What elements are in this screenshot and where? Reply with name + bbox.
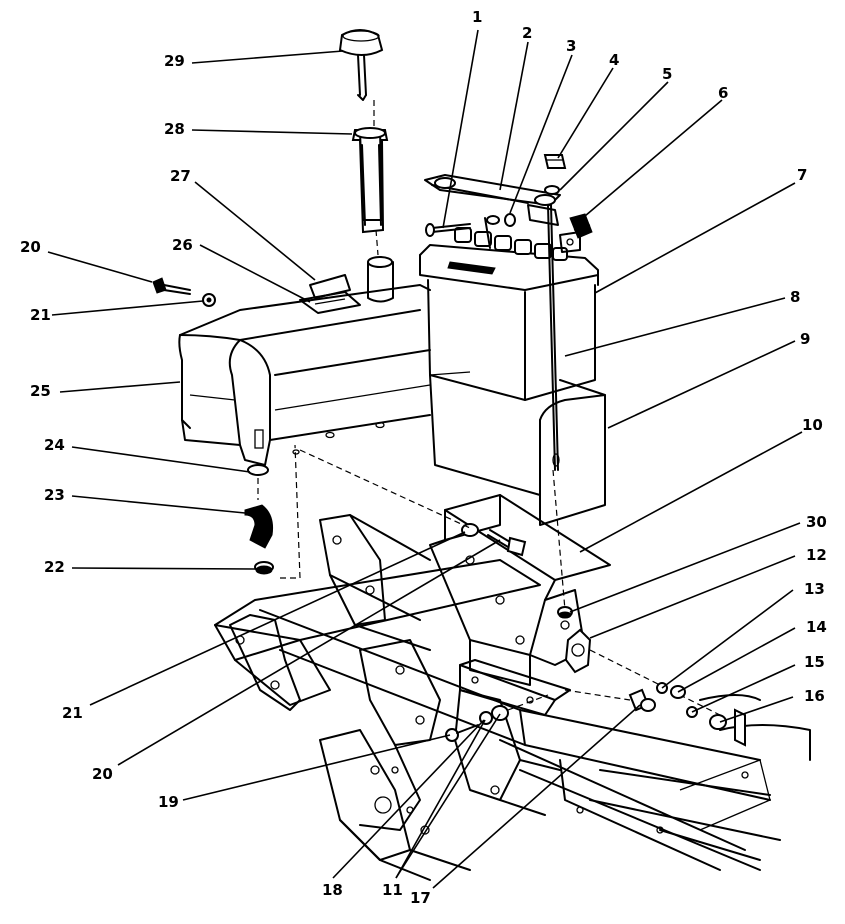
callout-23: 23 [44, 486, 65, 504]
hold-down-rod [547, 204, 566, 611]
hold-down-strap [424, 174, 561, 226]
callout-18: 18 [322, 881, 343, 899]
callout-20b: 20 [92, 765, 113, 783]
callout-9: 9 [800, 330, 810, 348]
callout-21b: 21 [62, 704, 83, 722]
callout-11: 11 [382, 881, 403, 899]
callout-29: 29 [164, 52, 185, 70]
callout-22: 22 [44, 558, 65, 576]
fuel-cap [338, 29, 384, 101]
callout-20a: 20 [20, 238, 41, 256]
callout-4: 4 [609, 51, 619, 69]
battery-box [429, 371, 606, 526]
callout-26: 26 [172, 236, 193, 254]
callout-17: 17 [410, 889, 431, 907]
nut-18 [491, 705, 509, 721]
callout-1: 1 [472, 8, 482, 26]
callout-21a: 21 [30, 306, 51, 324]
bracket-12 [564, 628, 592, 674]
terminal-boot-6 [569, 213, 593, 239]
nut-4 [543, 154, 567, 169]
nut-16 [709, 714, 727, 730]
bolt-17 [628, 688, 656, 712]
callout-7: 7 [797, 166, 807, 184]
washer-21b [461, 523, 479, 537]
callout-12: 12 [806, 546, 827, 564]
leader-lines [47, 29, 803, 889]
bushing-24 [247, 464, 269, 476]
battery-screw [425, 223, 471, 237]
callout-2: 2 [522, 24, 532, 42]
washer-3 [504, 213, 516, 227]
lockwasher-5 [544, 185, 560, 195]
battery-mounting-bracket [429, 494, 611, 716]
callout-30: 30 [806, 513, 827, 531]
bolt-20a [152, 277, 191, 295]
callout-24: 24 [44, 436, 65, 454]
callout-8: 8 [790, 288, 800, 306]
callout-13: 13 [804, 580, 825, 598]
battery [419, 215, 599, 401]
bolt-19 [445, 728, 459, 742]
tractor-frame [214, 514, 811, 881]
callout-28: 28 [164, 120, 185, 138]
parts-drawing [152, 29, 811, 881]
bolt-20b [487, 529, 527, 557]
callout-14: 14 [806, 618, 827, 636]
callout-25: 25 [30, 382, 51, 400]
callout-27: 27 [170, 167, 191, 185]
callout-16: 16 [804, 687, 825, 705]
fuel-tank [178, 256, 431, 466]
callout-numbers: 1 2 3 4 5 6 7 8 9 10 30 12 13 14 15 16 1… [20, 8, 827, 907]
fuel-hose-elbow [244, 504, 273, 549]
callout-5: 5 [662, 65, 672, 83]
callout-10: 10 [802, 416, 823, 434]
callout-19: 19 [158, 793, 179, 811]
callout-15: 15 [804, 653, 825, 671]
callout-6: 6 [718, 84, 728, 102]
callout-3: 3 [566, 37, 576, 55]
filler-tube [351, 127, 389, 234]
